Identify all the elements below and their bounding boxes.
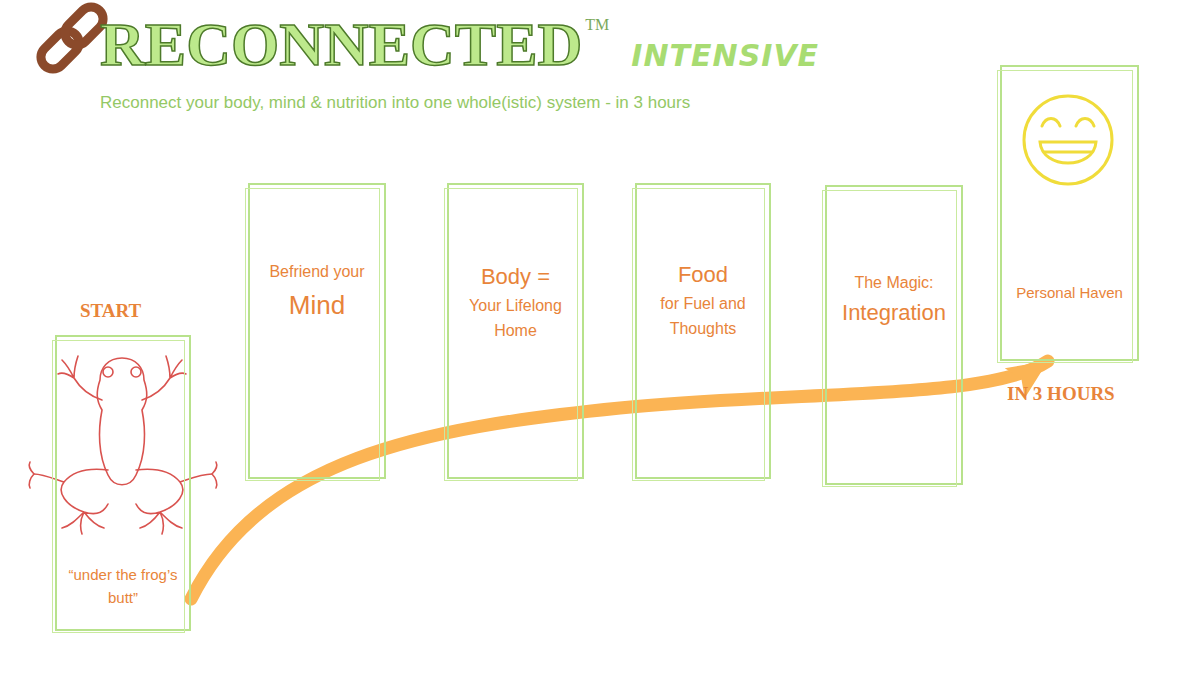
box-text: Your Lifelong Home bbox=[457, 294, 574, 344]
stage-box: Befriend yourMind bbox=[248, 183, 386, 479]
box-text: Food bbox=[678, 258, 728, 292]
title-row: RECONNECTEDTM INTENSIVE bbox=[100, 4, 819, 84]
tagline: Reconnect your body, mind & nutrition in… bbox=[100, 93, 690, 113]
box-text: Personal Haven bbox=[1016, 281, 1123, 305]
box-text: Befriend your bbox=[269, 260, 364, 285]
sketch-outline bbox=[245, 188, 380, 481]
trademark-mark: TM bbox=[585, 16, 609, 34]
stage-box: Personal Haven bbox=[1000, 65, 1139, 361]
box-text: for Fuel and Thoughts bbox=[645, 292, 761, 342]
sketch-outline bbox=[997, 70, 1133, 363]
smiley-face bbox=[1024, 96, 1112, 184]
box-text: Integration bbox=[842, 296, 946, 330]
title-text: RECONNECTED bbox=[100, 4, 582, 84]
box-text: “under the frog’s butt” bbox=[65, 563, 181, 610]
stage-label: IN 3 HOURS bbox=[1007, 383, 1115, 405]
frog-drawing bbox=[29, 356, 217, 534]
box-text: Mind bbox=[289, 285, 345, 325]
progress-arrow bbox=[191, 361, 1048, 599]
sketch-outline bbox=[822, 190, 957, 487]
stage-box: The Magic:Integration bbox=[825, 185, 963, 485]
stage-box: Body =Your Lifelong Home bbox=[447, 183, 584, 479]
stage-box: “under the frog’s butt” bbox=[55, 335, 191, 631]
box-text: Body = bbox=[481, 260, 550, 294]
subtitle-badge: INTENSIVE bbox=[631, 38, 819, 73]
box-text: The Magic: bbox=[854, 271, 933, 296]
stage-box: Foodfor Fuel and Thoughts bbox=[635, 183, 771, 479]
stage-label: START bbox=[80, 300, 141, 322]
chain-icon bbox=[36, 2, 108, 74]
